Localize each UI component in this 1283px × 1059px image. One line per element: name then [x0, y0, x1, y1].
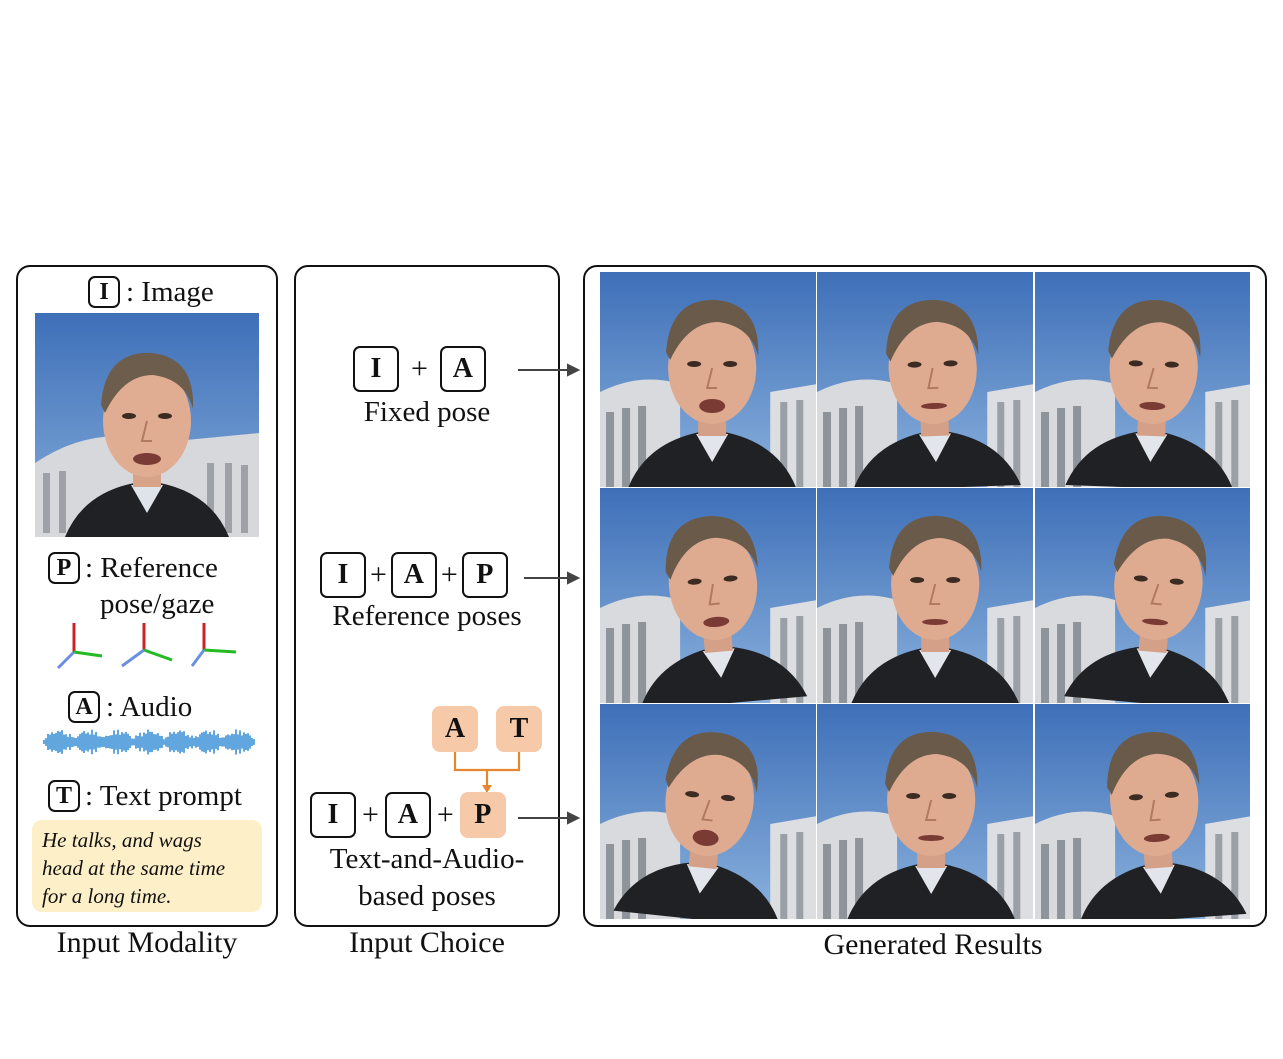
result-frame-r3-c2 — [817, 704, 1034, 919]
choice3-label-line2: based poses — [358, 880, 496, 912]
fusion-arrow — [453, 752, 521, 793]
choice2-op-1: + — [370, 558, 387, 591]
choice2-key-3: P — [461, 552, 508, 598]
generated-results-caption: Generated Results — [823, 928, 1043, 961]
choice2-op-2: + — [440, 558, 458, 591]
result-frame-r3-c3 — [1034, 704, 1251, 919]
pose-label-line1: : Reference — [85, 551, 218, 584]
text-modality-header: T : Text prompt — [48, 779, 242, 813]
choice-row-1: I + A — [353, 346, 486, 392]
result-frame-r2-c3 — [1034, 488, 1251, 703]
choice1-key-2: A — [439, 346, 486, 392]
prompt-line-1: He talks, and wags — [42, 828, 202, 852]
choice3-label-line1: Text-and-Audio- — [329, 843, 525, 875]
pose-modality-header: P : Reference — [48, 551, 218, 585]
fusion-text-key: T — [496, 706, 542, 752]
choice2-key-2: A — [390, 552, 437, 598]
result-frame-r3-c1 — [600, 704, 816, 919]
choice2-label: Reference poses — [332, 600, 522, 632]
choice2-key-1: I — [320, 552, 366, 598]
pose-axis-icon-2 — [121, 623, 173, 668]
fusion-audio-key: A — [432, 706, 478, 752]
choice-row-3: I + A + P — [310, 792, 506, 838]
input-modality-caption: Input Modality — [56, 926, 238, 959]
audio-modality-header: A : Audio — [68, 690, 192, 724]
prompt-line-2: head at the same time — [42, 856, 226, 880]
pose-axis-icon-3 — [190, 623, 237, 667]
result-frame-r1-c1 — [600, 272, 816, 487]
image-label: : Image — [126, 275, 214, 308]
pose-axes-icons — [56, 623, 237, 670]
choice3-op-1: + — [362, 798, 379, 831]
input-portrait-image — [35, 313, 259, 537]
choice-to-results-arrows — [518, 363, 581, 825]
image-modality-header: I : Image — [88, 275, 214, 309]
text-label: : Text prompt — [85, 779, 242, 812]
result-frame-r1-c2 — [817, 272, 1034, 487]
audio-label: : Audio — [106, 690, 193, 723]
pose-label-line2: pose/gaze — [100, 588, 215, 620]
choice3-key-2: A — [384, 792, 431, 838]
text-key-badge: T — [48, 780, 80, 812]
results-grid — [600, 272, 1252, 920]
input-choice-caption: Input Choice — [349, 926, 505, 959]
choice1-op-1: + — [411, 352, 428, 385]
choice3-key-1: I — [310, 792, 356, 838]
audio-waveform — [43, 729, 255, 755]
choice1-key-1: I — [353, 346, 399, 392]
prompt-line-3: for a long time. — [42, 884, 172, 908]
audio-key-badge: A — [68, 691, 100, 723]
result-frame-r2-c2 — [817, 488, 1034, 703]
choice1-label: Fixed pose — [363, 396, 491, 428]
result-frame-r1-c3 — [1034, 272, 1251, 487]
choice-row-2: I + A + P — [320, 552, 508, 598]
pose-axis-icon-1 — [56, 623, 103, 670]
image-key-badge: I — [88, 276, 120, 308]
choice3-op-2: + — [436, 798, 454, 831]
text-prompt-box: He talks, and wags head at the same time… — [32, 820, 262, 912]
result-frame-r2-c1 — [600, 488, 816, 703]
choice3-key-3: P — [459, 792, 506, 838]
pose-key-badge: P — [48, 552, 80, 584]
